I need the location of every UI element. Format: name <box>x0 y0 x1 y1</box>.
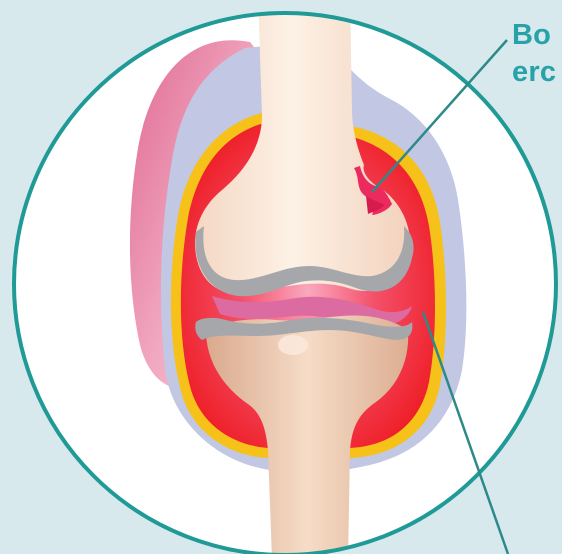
tibial-eminence <box>278 335 308 355</box>
bone-erosion-label-line2: erc <box>512 54 556 91</box>
bone-erosion-label-line1: Bo <box>512 17 551 54</box>
